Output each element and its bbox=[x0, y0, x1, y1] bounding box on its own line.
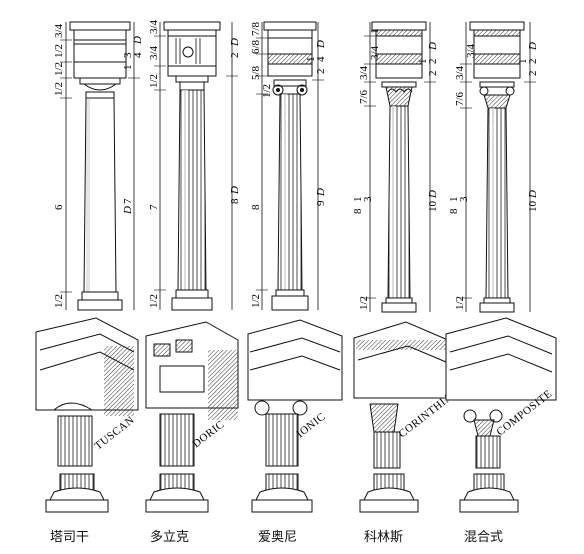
corinthian-dim-l0: 1 bbox=[369, 29, 381, 35]
doric-dim-l4: 1/2 bbox=[148, 294, 160, 308]
doric-name: 多立克 bbox=[150, 530, 190, 545]
ionic-dim-l2: 5/8 bbox=[250, 65, 262, 80]
doric-dim-r1: 8 bbox=[229, 198, 241, 204]
corinthian-elevation: 1 3/4 3/4 7/6 8 1 3 1/2 2 1 2 D 10 D bbox=[352, 21, 439, 313]
corinthian-dim-unit-top: D bbox=[427, 42, 439, 51]
tuscan-dim-unit-top: D bbox=[132, 36, 144, 45]
composite-name: 混合式 bbox=[464, 530, 504, 545]
ionic-dim-l4: 8 bbox=[250, 204, 262, 210]
doric-detail-label: DORIC bbox=[190, 418, 226, 450]
tuscan-base-detail bbox=[45, 473, 109, 513]
doric-dim-unit: D bbox=[229, 186, 241, 195]
composite-dim-l6: 1/2 bbox=[454, 296, 466, 310]
ionic-name: 爱奥尼 bbox=[258, 530, 298, 545]
doric-dim-l1: 3/4 bbox=[148, 45, 160, 60]
composite-dim-l3: 8 bbox=[448, 208, 460, 214]
doric-capital-detail: DORIC bbox=[145, 321, 239, 467]
ionic-dim-unit: D bbox=[315, 188, 327, 197]
tuscan-dim-r3: 7 bbox=[122, 198, 134, 204]
composite-elevation: 3/4 3/4 7/6 8 1 3 1/2 2 1 2 D 10 D bbox=[448, 21, 539, 313]
corinthian-dim-r1: 1 bbox=[417, 59, 429, 65]
ionic-dim-unit-top: D bbox=[315, 40, 327, 49]
composite-dim-l1: 3/4 bbox=[454, 65, 466, 80]
composite-dim-l0: 3/4 bbox=[465, 43, 477, 58]
doric-dim-l0: 3/4 bbox=[148, 19, 160, 34]
tuscan-dim-r2: 4 bbox=[132, 52, 144, 58]
tuscan-dim-l3: 1/2 bbox=[53, 82, 65, 96]
ionic-dim-l3: 1/2 bbox=[261, 84, 273, 98]
doric-dim-r0: 2 bbox=[229, 53, 241, 59]
ionic-dim-r0: 2 bbox=[315, 69, 327, 75]
tuscan-dim-unit: D bbox=[122, 206, 134, 215]
corinthian-dim-l2: 3/4 bbox=[358, 65, 370, 80]
corinthian-name: 科林斯 bbox=[364, 530, 404, 545]
ionic-dim-r2: 4 bbox=[315, 56, 327, 62]
tuscan-dim-r0: 1 bbox=[122, 65, 134, 71]
composite-dim-unit: D bbox=[527, 190, 539, 199]
corinthian-dim-l7: 1/2 bbox=[358, 296, 370, 310]
corinthian-dim-r2: 2 bbox=[427, 59, 439, 65]
ionic-dim-r1: 1 bbox=[305, 57, 317, 63]
doric-base-detail bbox=[145, 473, 209, 513]
composite-base-detail bbox=[459, 473, 519, 513]
tuscan-detail-label: TUSCAN bbox=[92, 414, 136, 452]
composite-dim-r3: 10 bbox=[527, 201, 539, 213]
composite-dim-r1: 1 bbox=[517, 59, 529, 65]
corinthian-dim-r0: 2 bbox=[427, 71, 439, 77]
ionic-dim-l5: 1/2 bbox=[250, 294, 262, 308]
ionic-dim-l1: 6/8 bbox=[250, 39, 262, 54]
ionic-dim-l0: 7/8 bbox=[250, 21, 262, 36]
composite-dim-r0: 2 bbox=[527, 71, 539, 77]
tuscan-dim-l0: 3/4 bbox=[53, 23, 65, 38]
corinthian-dim-l1: 3/4 bbox=[369, 45, 381, 60]
corinthian-base-detail bbox=[359, 473, 419, 513]
composite-capital-detail: COMPOSITE bbox=[445, 317, 557, 469]
doric-dim-l2: 1/2 bbox=[148, 74, 160, 88]
doric-dim-l3: 7 bbox=[148, 204, 160, 210]
tuscan-dim-r1: 3 bbox=[122, 52, 134, 58]
corinthian-dim-l6: 3 bbox=[362, 196, 374, 202]
corinthian-dim-l4: 8 bbox=[352, 208, 364, 214]
tuscan-dim-l4: 6 bbox=[53, 204, 65, 210]
ionic-elevation: 7/8 6/8 5/8 1/2 8 1/2 2 1 4 D 9 D bbox=[250, 21, 327, 311]
tuscan-dim-l1: 1/2 bbox=[53, 44, 65, 58]
composite-dim-l4: 1 bbox=[448, 197, 460, 203]
tuscan-name: 塔司干 bbox=[50, 530, 90, 545]
tuscan-dim-l2: 1/2 bbox=[53, 62, 65, 76]
corinthian-dim-l5: 1 bbox=[352, 197, 364, 203]
doric-dim-unit-top: D bbox=[229, 38, 241, 47]
corinthian-dim-l3: 7/6 bbox=[358, 89, 370, 104]
composite-dim-r2: 2 bbox=[527, 59, 539, 65]
corinthian-dim-unit: D bbox=[427, 190, 439, 199]
ionic-capital-detail: IONIC bbox=[247, 319, 343, 467]
composite-dim-unit-top: D bbox=[527, 42, 539, 51]
doric-elevation: 3/4 3/4 1/2 7 1/2 2 D 8 D bbox=[148, 19, 241, 311]
tuscan-dim-l5: 1/2 bbox=[53, 294, 65, 308]
corinthian-dim-r3: 10 bbox=[427, 201, 439, 213]
composite-dim-l5: 3 bbox=[458, 196, 470, 202]
tuscan-capital-detail: TUSCAN bbox=[35, 317, 139, 467]
corinthian-capital-detail: CORINTHIAN bbox=[353, 321, 462, 469]
ionic-dim-r3: 9 bbox=[315, 200, 327, 206]
ionic-base-detail bbox=[251, 473, 313, 513]
composite-dim-l2: 7/6 bbox=[454, 91, 466, 106]
tuscan-elevation: 3/4 1/2 1/2 1/2 6 1/2 1 3 4 7 D D bbox=[53, 21, 144, 311]
